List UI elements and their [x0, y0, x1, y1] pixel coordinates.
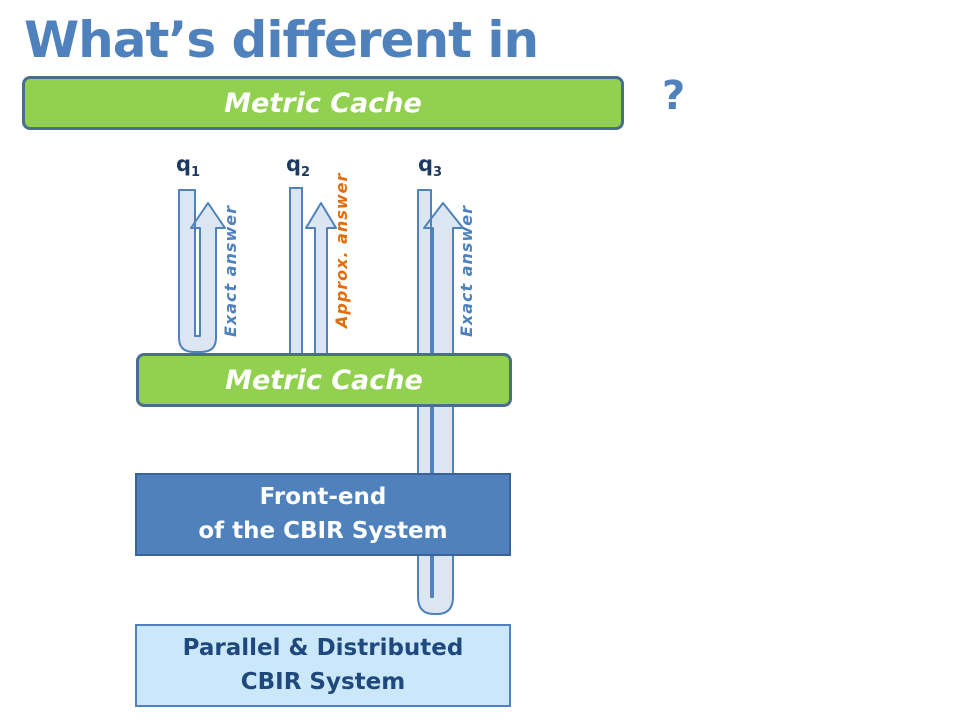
q1-flow-arrow — [178, 189, 226, 353]
frontend-line1: Front-end — [259, 484, 387, 511]
q2-up-arrow — [305, 202, 337, 355]
query-label-q2: q2 — [286, 152, 311, 181]
metric-cache-top-label: Metric Cache — [224, 87, 422, 119]
query-label-q1: q1 — [176, 152, 201, 181]
backend-line2: CBIR System — [240, 668, 406, 695]
metric-cache-top-box: Metric Cache — [22, 76, 624, 130]
frontend-line2: of the CBIR System — [198, 517, 448, 544]
answer-label-q1: Exact answer — [221, 205, 240, 337]
backend-line1: Parallel & Distributed — [182, 635, 464, 662]
metric-cache-label: Metric Cache — [225, 364, 423, 396]
question-mark: ? — [662, 73, 686, 119]
slide-title: What’s different in — [24, 11, 539, 69]
q2-down-shaft — [289, 187, 303, 355]
backend-box: Parallel & Distributed CBIR System — [135, 624, 511, 707]
query-label-q3: q3 — [418, 152, 443, 181]
answer-label-q2: Approx. answer — [332, 172, 351, 328]
frontend-box: Front-end of the CBIR System — [135, 473, 511, 556]
answer-label-q3: Exact answer — [457, 205, 476, 337]
metric-cache-box: Metric Cache — [136, 353, 512, 407]
